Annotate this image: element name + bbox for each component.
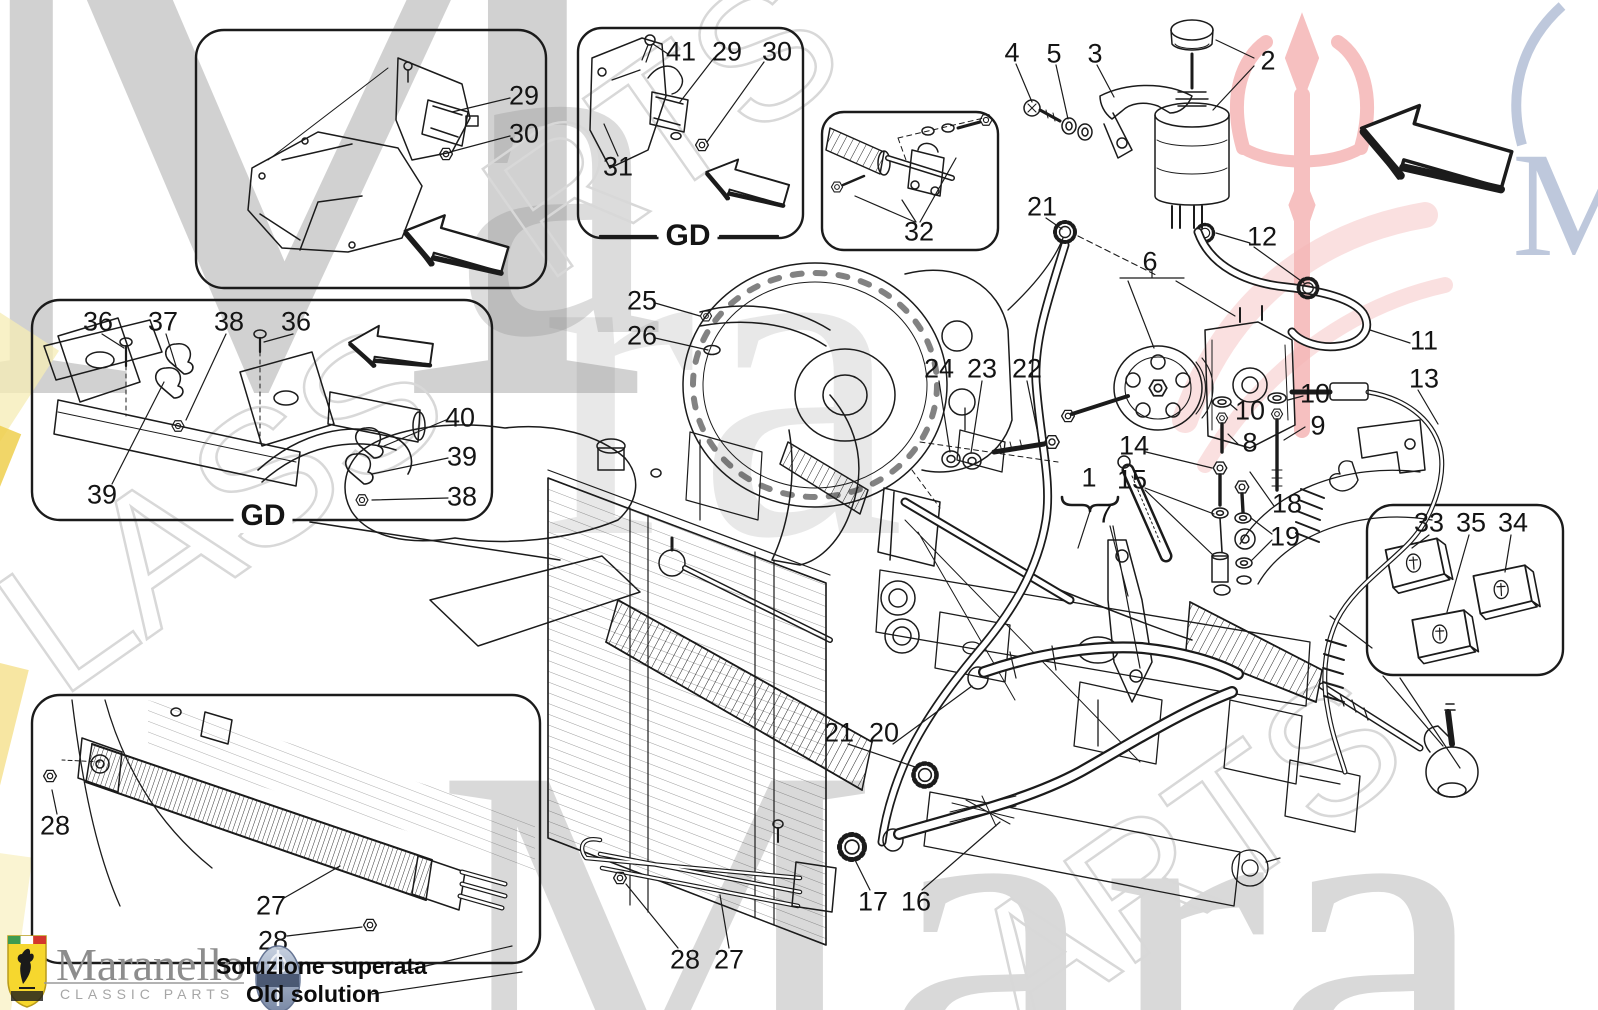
note-old-solution-en: Old solution	[246, 981, 381, 1007]
callout-9: 9	[1310, 410, 1326, 441]
callout-38: 38	[446, 481, 478, 512]
callout-27: 27	[255, 890, 287, 921]
callout-3: 3	[1087, 38, 1103, 69]
reservoir-clamp-hardware	[1023, 84, 1193, 159]
box4-subframe-brackets	[43, 317, 449, 506]
hoses-and-pipes	[840, 220, 1445, 860]
box2-bracket-and-module	[589, 34, 780, 238]
callout-13: 13	[1408, 363, 1440, 394]
fluid-reservoir	[1154, 19, 1230, 244]
callout-34: 34	[1497, 507, 1529, 538]
callout-24: 24	[923, 353, 955, 384]
brand-tagline: CLASSIC PARTS	[60, 986, 235, 1002]
ferrari-shield-logo	[7, 935, 47, 1008]
callout-7: 7	[1097, 498, 1113, 529]
callout-21: 21	[823, 717, 855, 748]
callout-12: 12	[1246, 221, 1278, 252]
inset-box-bracket-gd1	[194, 28, 548, 290]
callout-26: 26	[626, 320, 658, 351]
callout-22: 22	[1011, 353, 1043, 384]
callout-GD: GD	[658, 219, 718, 253]
callout-4: 4	[1004, 37, 1020, 68]
callout-36: 36	[280, 306, 312, 337]
callout-GD: GD	[233, 499, 293, 533]
callout-25: 25	[626, 285, 658, 316]
callout-5: 5	[1046, 38, 1062, 69]
maserati-trident-badge	[255, 945, 301, 1010]
callout-39: 39	[86, 479, 118, 510]
callout-30: 30	[508, 118, 540, 149]
callout-6: 6	[1142, 246, 1158, 277]
box3-rack-clamp-detail	[825, 114, 993, 223]
callout-23: 23	[966, 353, 998, 384]
brand-underline	[44, 982, 244, 984]
callout-32: 32	[903, 216, 935, 247]
leader-lines	[371, 63, 1439, 995]
steering-gear-assembly	[605, 441, 1479, 798]
callout-28: 28	[669, 944, 701, 975]
box1-duct-and-module	[247, 57, 511, 253]
callout-33: 33	[1413, 507, 1445, 538]
callout-10: 10	[1234, 395, 1266, 426]
callout-17: 17	[857, 886, 889, 917]
pump-bolt-hardware	[1212, 392, 1287, 492]
callout-35: 35	[1455, 507, 1487, 538]
callout-16: 16	[900, 886, 932, 917]
rack-mount-hardware	[911, 434, 1060, 509]
callout-20: 20	[868, 717, 900, 748]
callout-1: 1	[1081, 462, 1097, 493]
note-old-solution-it: Soluzione superata	[216, 953, 427, 979]
callout-19: 19	[1269, 521, 1301, 552]
callout-2: 2	[1260, 45, 1276, 76]
callout-21: 21	[1026, 191, 1058, 222]
callout-18: 18	[1271, 488, 1303, 519]
callout-41: 41	[665, 36, 697, 67]
corner-blue-watermark: M	[1511, 2, 1598, 288]
box5-old-cooler	[42, 699, 535, 937]
callout-40: 40	[444, 402, 476, 433]
callout-28: 28	[39, 810, 71, 841]
brand-wordmark: Maranello	[56, 939, 246, 990]
callout-29: 29	[508, 80, 540, 111]
callout-10: 10	[1299, 378, 1331, 409]
svg-text:M: M	[1512, 122, 1598, 288]
callout-36: 36	[82, 306, 114, 337]
callout-30: 30	[761, 36, 793, 67]
power-steering-pump	[1060, 305, 1296, 449]
radiator-and-tank	[309, 424, 837, 946]
callout-31: 31	[602, 151, 634, 182]
callout-29: 29	[711, 36, 743, 67]
callout-37: 37	[147, 306, 179, 337]
callout-39: 39	[446, 441, 478, 472]
callout-14: 14	[1118, 430, 1150, 461]
callout-8: 8	[1242, 427, 1258, 458]
gear-mount-hardware	[1211, 461, 1256, 596]
inset-box-manuals	[1365, 503, 1565, 677]
callout-11: 11	[1409, 325, 1439, 356]
cap-leader-lines	[1212, 39, 1255, 111]
callout-15: 15	[1116, 464, 1148, 495]
callout-38: 38	[213, 306, 245, 337]
box6-manual-booklets	[1329, 534, 1542, 769]
callout-27: 27	[713, 944, 745, 975]
inset-box-rack-clamp	[820, 110, 1000, 252]
